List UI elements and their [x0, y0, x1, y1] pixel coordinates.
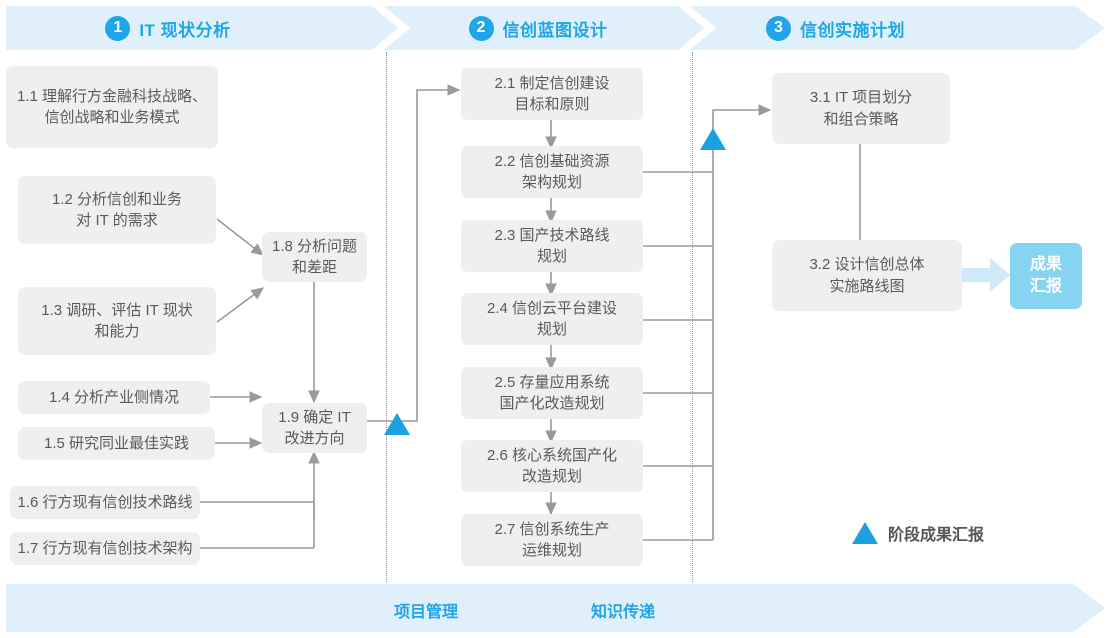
- phase-header-1[interactable]: 1 IT 现状分析: [6, 6, 398, 50]
- task-box-1-7[interactable]: 1.7 行方现有信创技术架构: [10, 532, 200, 565]
- milestone-triangle-icon: [852, 522, 878, 544]
- milestone-triangle-phase1: [384, 413, 410, 435]
- task-box-1-3[interactable]: 1.3 调研、评估 IT 现状 和能力: [18, 287, 216, 355]
- task-box-2-1[interactable]: 2.1 制定信创建设 目标和原则: [461, 68, 643, 120]
- legend-label: 阶段成果汇报: [888, 527, 985, 544]
- task-box-2-3[interactable]: 2.3 国产技术路线 规划: [461, 220, 643, 272]
- task-box-1-1[interactable]: 1.1 理解行方金融科技战略、 信创战略和业务模式: [6, 66, 218, 148]
- bottom-label-project-management: 项目管理: [394, 604, 459, 621]
- task-box-3-2[interactable]: 3.2 设计信创总体 实施路线图: [772, 240, 962, 311]
- task-box-2-7[interactable]: 2.7 信创系统生产 运维规划: [461, 514, 643, 566]
- task-box-2-4[interactable]: 2.4 信创云平台建设 规划: [461, 293, 643, 345]
- result-arrow: [962, 258, 1010, 292]
- task-box-1-2[interactable]: 1.2 分析信创和业务 对 IT 的需求: [18, 176, 216, 244]
- bottom-label-knowledge-transfer: 知识传递: [591, 604, 656, 621]
- phase-title-3: 信创实施计划: [800, 20, 905, 40]
- task-box-1-6[interactable]: 1.6 行方现有信创技术路线: [10, 486, 200, 519]
- phase-title-2: 信创蓝图设计: [502, 20, 608, 40]
- phase-title-1: IT 现状分析: [139, 20, 231, 40]
- bottom-band: [6, 584, 1105, 632]
- task-box-2-5[interactable]: 2.5 存量应用系统 国产化改造规划: [461, 367, 643, 419]
- legend: 阶段成果汇报: [852, 521, 984, 545]
- phase-number-1: 1: [105, 16, 130, 41]
- task-box-2-6[interactable]: 2.6 核心系统国产化 改造规划: [461, 440, 643, 492]
- phase-number-2: 2: [469, 16, 494, 41]
- phase-number-3: 3: [766, 16, 791, 41]
- result-badge[interactable]: 成果 汇报: [1010, 243, 1082, 309]
- phase-header-2[interactable]: 2 信创蓝图设计: [384, 6, 704, 50]
- task-box-1-4[interactable]: 1.4 分析产业侧情况: [18, 381, 210, 414]
- lane-divider-2: [692, 52, 693, 582]
- task-box-1-8[interactable]: 1.8 分析问题 和差距: [262, 232, 367, 282]
- milestone-triangle-phase2: [700, 128, 726, 150]
- task-box-3-1[interactable]: 3.1 IT 项目划分 和组合策略: [772, 73, 950, 144]
- phase-header-3[interactable]: 3 信创实施计划: [690, 6, 1105, 50]
- task-box-1-5[interactable]: 1.5 研究同业最佳实践: [18, 427, 215, 460]
- task-box-1-9[interactable]: 1.9 确定 IT 改进方向: [262, 403, 367, 453]
- lane-divider-1: [386, 52, 387, 582]
- task-box-2-2[interactable]: 2.2 信创基础资源 架构规划: [461, 146, 643, 198]
